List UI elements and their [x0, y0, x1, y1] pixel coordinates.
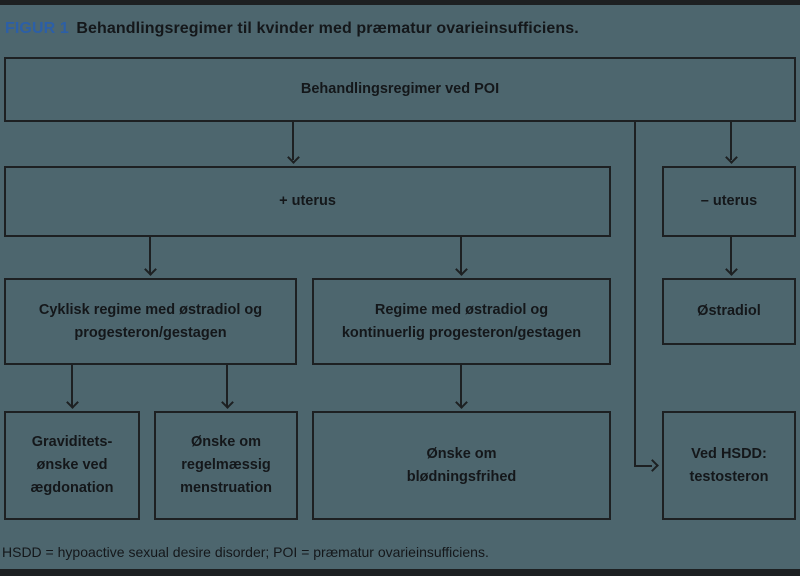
- figure-title-text: Behandlingsregimer til kvinder med præma…: [76, 20, 579, 37]
- arrow-cyclic-to-menstruation-head-icon: [221, 396, 234, 409]
- arrow-uterus-plus-to-cyclic-line: [149, 237, 151, 273]
- arrow-root-to-hsdd-horizontal-line: [634, 465, 652, 467]
- arrow-root-to-uterus-plus-head-icon: [287, 151, 300, 164]
- arrow-root-to-hsdd-head-icon: [646, 459, 659, 472]
- node-continuous-regime: Regime med østradiol og kontinuerlig pro…: [312, 278, 611, 365]
- arrow-continuous-to-bleeding-freedom-line: [460, 365, 462, 407]
- arrow-root-to-uterus-minus-head-icon: [725, 151, 738, 164]
- node-regular-menstruation: Ønske om regelmæssig menstruation: [154, 411, 298, 520]
- node-hsdd-testosterone: Ved HSDD: testosteron: [662, 411, 796, 520]
- arrow-cyclic-to-menstruation-line: [226, 365, 228, 407]
- arrow-uterus-plus-to-continuous-line: [460, 237, 462, 273]
- arrow-uterus-minus-to-estradiol-head-icon: [725, 263, 738, 276]
- arrow-cyclic-to-egg-donation-line: [71, 365, 73, 407]
- figure-title: FIGUR 1 Behandlingsregimer til kvinder m…: [5, 20, 579, 38]
- footnote-abbreviations: HSDD = hypoactive sexual desire disorder…: [2, 544, 489, 560]
- arrow-root-to-uterus-plus-line: [292, 122, 294, 160]
- node-pregnancy-egg-donation: Graviditets- ønske ved ægdonation: [4, 411, 140, 520]
- arrow-uterus-plus-to-cyclic-head-icon: [144, 263, 157, 276]
- node-estradiol: Østradiol: [662, 278, 796, 345]
- node-cyclic-regime: Cyklisk regime med østradiol og progeste…: [4, 278, 297, 365]
- node-treatment-regimens-poi: Behandlingsregimer ved POI: [4, 57, 796, 122]
- bottom-border-bar: [0, 569, 800, 576]
- node-uterus-plus: + uterus: [4, 166, 611, 237]
- arrow-uterus-minus-to-estradiol-line: [730, 237, 732, 273]
- arrow-root-to-uterus-minus-line: [730, 122, 732, 160]
- arrow-cyclic-to-egg-donation-head-icon: [66, 396, 79, 409]
- node-bleeding-freedom: Ønske om blødningsfrihed: [312, 411, 611, 520]
- node-uterus-minus: – uterus: [662, 166, 796, 237]
- figure-number-label: FIGUR 1: [5, 20, 69, 37]
- top-border-bar: [0, 0, 800, 5]
- arrow-uterus-plus-to-continuous-head-icon: [455, 263, 468, 276]
- arrow-root-to-hsdd-vertical-line: [634, 122, 636, 466]
- arrow-continuous-to-bleeding-freedom-head-icon: [455, 396, 468, 409]
